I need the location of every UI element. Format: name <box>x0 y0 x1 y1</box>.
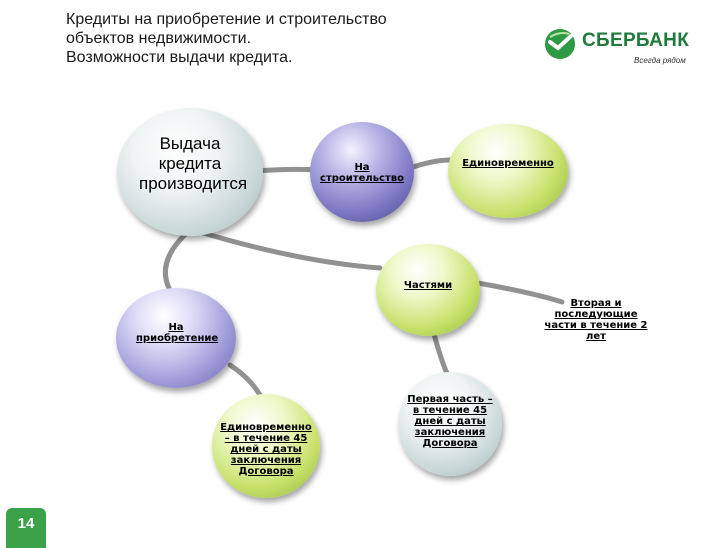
node-parts: Частями <box>376 244 480 336</box>
connector-root-parts <box>197 229 383 271</box>
node-purchase-label: На приобретение <box>136 322 219 344</box>
node-first-part: Первая часть – в течение 45 дней с даты … <box>398 372 502 476</box>
sberbank-logo: СБЕРБАНК Всегда рядом <box>544 22 694 72</box>
node-lump-sum-purchase: Единовременно – в течение 45 дней с даты… <box>212 394 320 498</box>
sberbank-logo-icon <box>545 29 575 59</box>
node-construction: На строительство <box>310 122 414 222</box>
connector-parts-later <box>469 279 565 305</box>
node-purchase: На приобретение <box>116 288 236 388</box>
node-parts-label: Частями <box>403 280 453 291</box>
logo-slogan: Всегда рядом <box>634 56 686 65</box>
node-lump-sum-construction-label: Единовременно <box>462 158 554 169</box>
slide-number: 14 <box>6 508 46 548</box>
logo-name: СБЕРБАНК <box>582 30 690 51</box>
node-first-part-label: Первая часть – в течение 45 дней с даты … <box>407 394 493 449</box>
page-title: Кредиты на приобретение и строительство … <box>66 11 387 66</box>
node-root: Выдача кредита производится <box>117 108 263 236</box>
node-later-parts-label: Вторая и последующие части в течение 2 л… <box>544 298 648 342</box>
node-lump-sum-construction: Единовременно <box>448 124 568 218</box>
node-root-label: Выдача кредита производится <box>139 134 248 193</box>
node-construction-label: На строительство <box>320 162 404 184</box>
node-lump-sum-purchase-label: Единовременно – в течение 45 дней с даты… <box>220 422 312 477</box>
